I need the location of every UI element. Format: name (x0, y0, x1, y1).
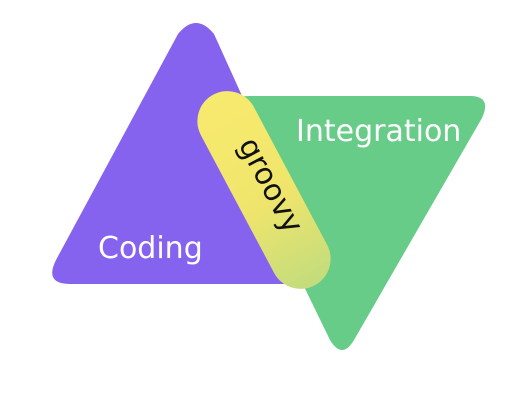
coding-label: Coding (98, 231, 203, 266)
integration-label: Integration (296, 114, 461, 149)
groovy-pill (197, 91, 331, 289)
integration-triangle (219, 96, 486, 350)
